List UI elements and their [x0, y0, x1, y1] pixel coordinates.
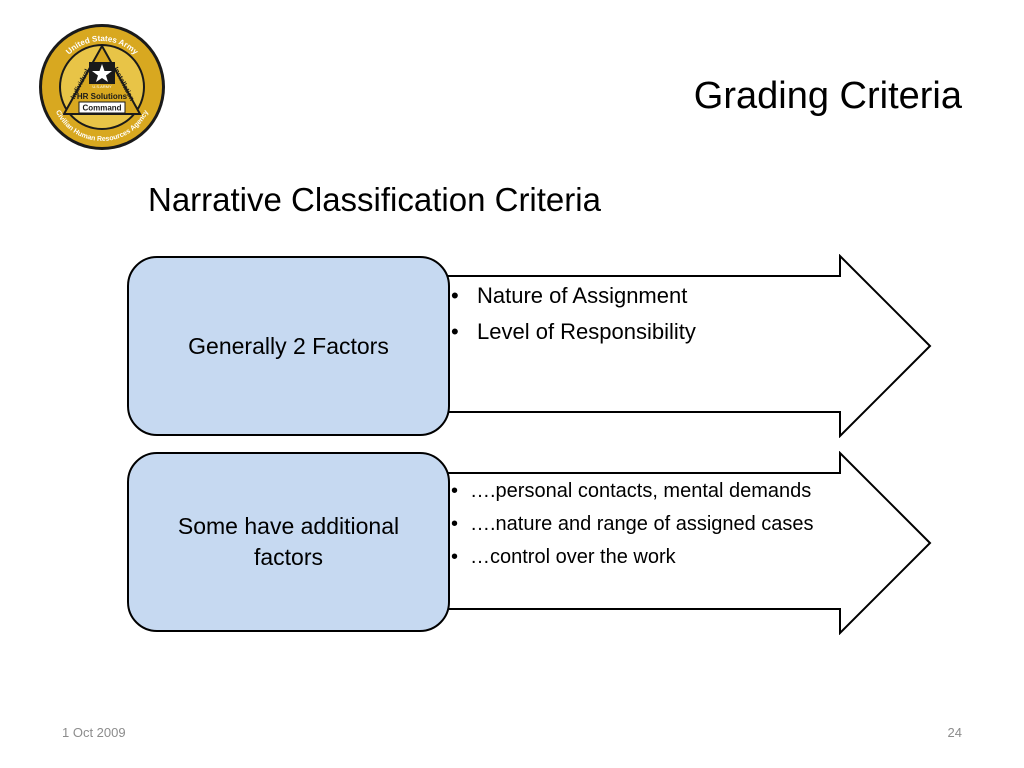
- factor-box-2-label: Some have additional factors: [177, 513, 400, 570]
- bullet-list-1: Nature of Assignment Level of Responsibi…: [451, 282, 831, 354]
- logo-star-caption: U.S.ARMY: [92, 84, 112, 89]
- bullet-item: …control over the work: [451, 544, 831, 571]
- logo-command-text: Command: [82, 104, 121, 113]
- footer-date: 1 Oct 2009: [62, 725, 126, 740]
- factor-box-2: Some have additional factors: [127, 452, 450, 632]
- logo-center-text: HR Solutions: [77, 92, 128, 101]
- page-number: 24: [947, 725, 962, 740]
- factor-box-1: Generally 2 Factors: [127, 256, 450, 436]
- chra-logo: U.S.ARMY HR Solutions Command United Sta…: [37, 22, 167, 152]
- bullet-item: ….personal contacts, mental demands: [451, 478, 831, 505]
- bullet-list-2: ….personal contacts, mental demands ….na…: [451, 478, 831, 577]
- bullet-item: Level of Responsibility: [451, 318, 831, 345]
- slide-subtitle: Narrative Classification Criteria: [148, 181, 601, 218]
- slide-title: Grading Criteria: [693, 75, 962, 117]
- factor-box-1-label: Generally 2 Factors: [188, 332, 389, 359]
- bullet-item: ….nature and range of assigned cases: [451, 511, 831, 538]
- bullet-item: Nature of Assignment: [451, 282, 831, 309]
